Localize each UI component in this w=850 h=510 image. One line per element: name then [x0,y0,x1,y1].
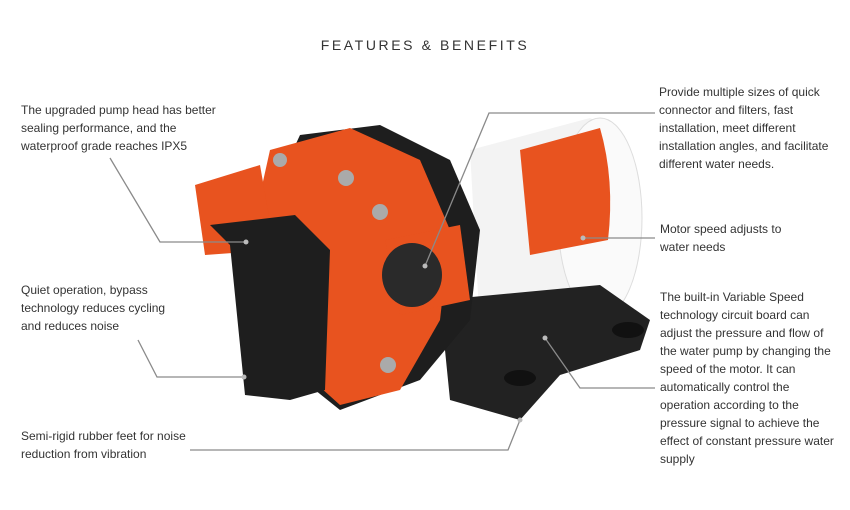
leader-dot-feet [517,417,523,423]
leader-line-circuit [544,337,655,389]
feature-motor-speed: Motor speed adjusts to water needs [660,222,782,254]
feature-quiet-operation: Quiet operation, bypass technology reduc… [21,283,166,333]
motor-body [470,117,643,330]
leader-line-pump-head [109,157,246,243]
leader-dot-quiet [241,374,247,380]
feature-rubber-feet: Semi-rigid rubber feet for noise reducti… [21,429,186,461]
page-title: FEATURES & BENEFITS [320,37,530,53]
leader-dot-circuit [542,335,548,341]
feature-pump-head: The upgraded pump head has better sealin… [21,103,216,153]
pump-base [440,285,650,420]
feature-variable-speed: The built-in Variable Speed technology c… [660,290,834,466]
leader-line-connector [424,112,655,267]
leader-dot-connector [422,263,428,269]
feature-quick-connector: Provide multiple sizes of quick connecto… [659,85,829,171]
leader-line-feet [190,419,521,451]
leader-dot-pump-head [243,239,249,245]
pump-head [195,125,480,410]
leader-dot-motor [580,235,586,241]
leader-line-quiet [137,339,244,378]
